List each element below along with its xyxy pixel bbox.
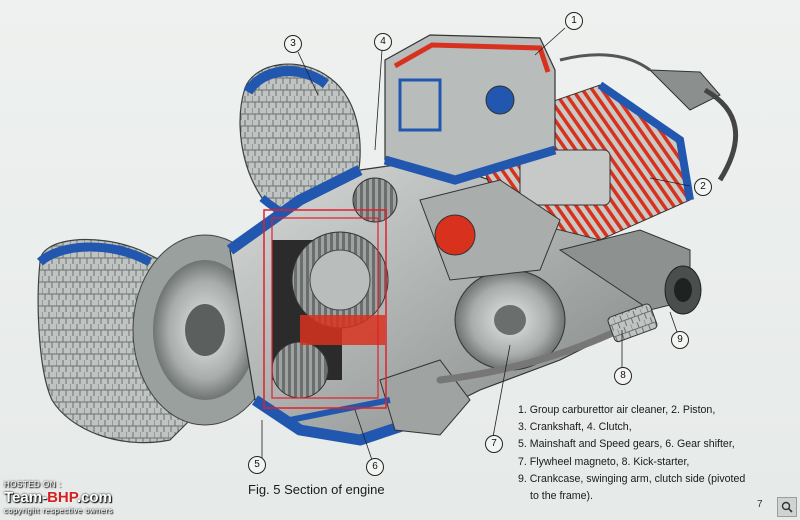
kick-starter [436,303,658,384]
watermark-logo: Team-BHP.com [4,489,113,506]
callout-6: 6 [366,458,384,476]
legend-line: 9. Crankcase, swinging arm, clutch side … [518,472,746,485]
legend-line: 3. Crankshaft, 4. Clutch, [518,421,632,434]
callout-3: 3 [284,35,302,53]
watermark-hosted-label: HOSTED ON : [4,480,62,489]
page-number: 7 [757,499,763,510]
figure-caption: Fig. 5 Section of engine [248,482,385,497]
watermark-logo-part: .com [76,489,112,506]
leader-lines [261,27,691,461]
legend-line: to the frame). [530,490,593,503]
flywheel [454,269,566,371]
gear-train [271,177,398,399]
watermark-copyright: copyright respective owners [4,506,114,515]
zoom-button[interactable] [777,497,797,517]
legend-line: 5. Mainshaft and Speed gears, 6. Gear sh… [518,438,735,451]
carburettor-air-cleaner [383,34,651,185]
legend-line: 1. Group carburettor air cleaner, 2. Pis… [518,404,716,416]
callout-9: 9 [671,331,689,349]
callout-8: 8 [614,367,632,385]
crankshaft [419,179,561,281]
magnify-icon [781,501,793,513]
callout-4: 4 [374,33,392,51]
highlight-boxes [263,209,387,409]
parts-legend: 1. Group carburettor air cleaner, 2. Pis… [518,402,788,505]
watermark-logo-part: Team- [4,489,48,506]
callout-5: 5 [248,456,266,474]
legend-line: 7. Flywheel magneto, 8. Kick-starter, [518,455,690,468]
callout-2: 2 [694,178,712,196]
callout-1: 1 [565,12,583,30]
site-watermark: HOSTED ON : Team-BHP.com copyright respe… [4,480,113,515]
callout-7: 7 [485,435,503,453]
watermark-logo-part: BHP [47,489,77,506]
